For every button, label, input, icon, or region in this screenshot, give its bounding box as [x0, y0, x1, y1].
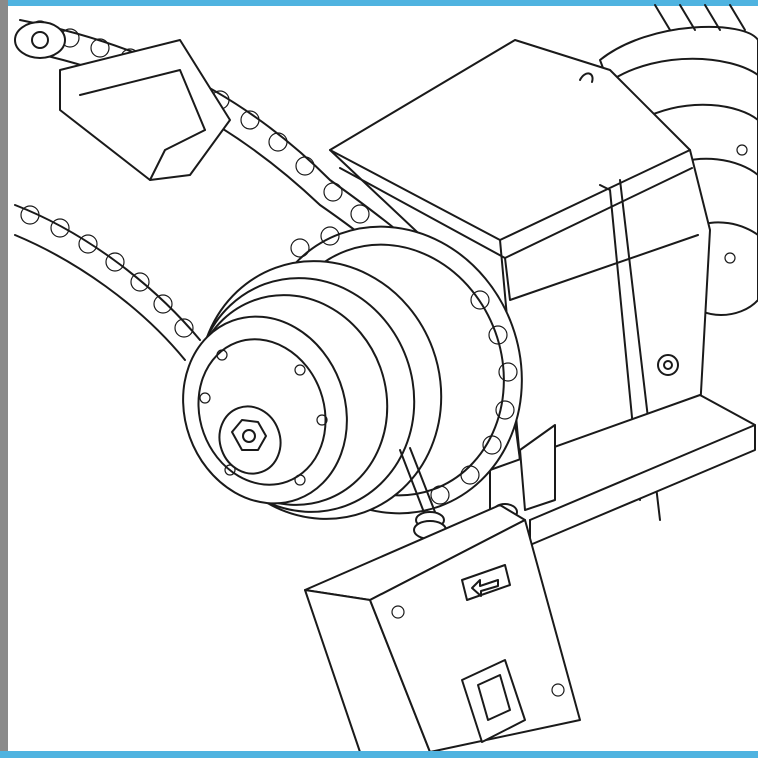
- frame-left-border: [0, 0, 8, 758]
- frame-top-border: [0, 0, 758, 6]
- arrow-label-icon: [461, 564, 511, 601]
- tensioner-bracket: [14, 21, 231, 181]
- gearbox-housing: [329, 39, 711, 521]
- clutch-hub: [182, 260, 443, 520]
- frame-bottom-border: [0, 751, 758, 758]
- release-lever: [399, 447, 447, 540]
- lower-chain: [14, 204, 201, 361]
- control-box: [304, 504, 581, 753]
- square-symbol-icon: [461, 659, 526, 743]
